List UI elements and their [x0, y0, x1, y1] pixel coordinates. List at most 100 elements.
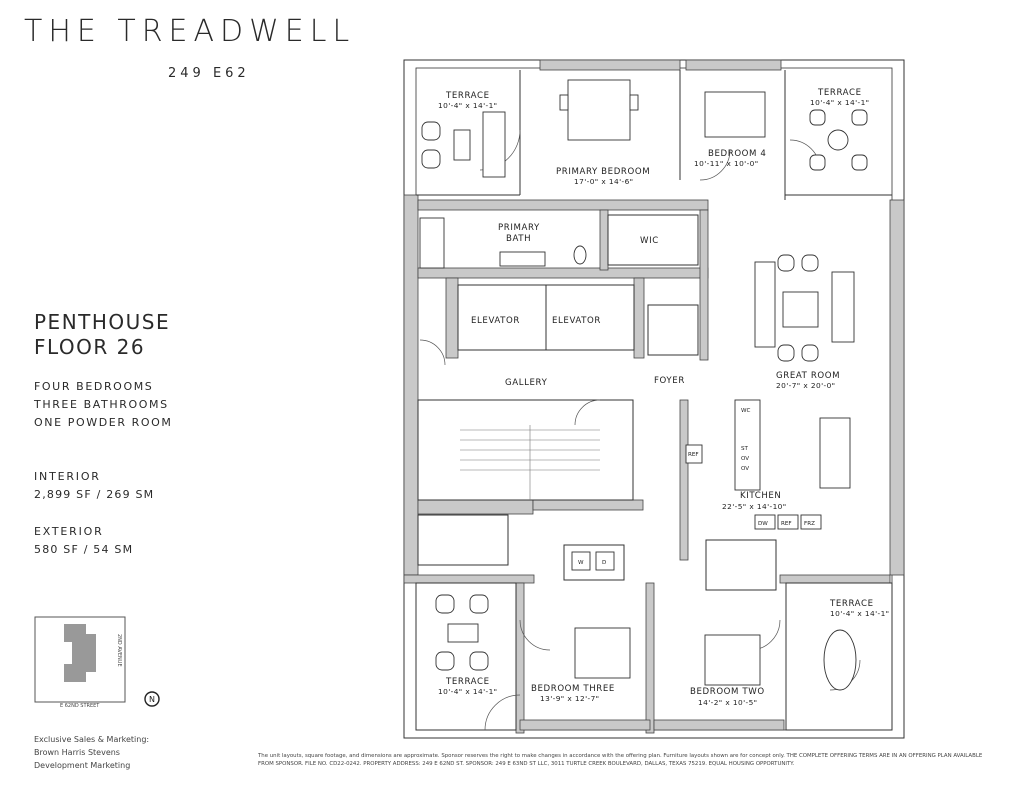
bedroom4-bed-icon [704, 91, 766, 138]
wall-stair-s [532, 499, 644, 511]
bathtub-icon [419, 217, 445, 269]
door-swings [419, 129, 861, 731]
elevator-2-name: ELEVATOR [552, 316, 601, 326]
credits-line-1: Exclusive Sales & Marketing: [34, 735, 150, 744]
door-swing-stair [574, 399, 601, 426]
bedroom4-name: BEDROOM 4 [708, 149, 766, 159]
bedroom-two-bed-icon [704, 634, 761, 686]
fridge-icon [777, 514, 799, 530]
freezer-icon [800, 514, 822, 530]
nightstand-icon [629, 94, 639, 111]
key-plan-unit-shape [64, 624, 96, 682]
bedroom-three-dims: 13'-9" x 12'-7" [540, 694, 599, 703]
kitchen-name: KITCHEN [740, 491, 781, 501]
wall-wic-w [599, 209, 609, 271]
toilet-icon [573, 245, 587, 265]
ref-icon [685, 444, 703, 464]
chair-icon [421, 121, 441, 141]
kitchen-island-icon [734, 399, 761, 491]
wc-label: WC [741, 408, 751, 414]
wic-box [607, 214, 699, 266]
vanity-icon [499, 251, 546, 267]
door-swing-terrace-sw [484, 694, 521, 731]
primary-bedroom-dims: 17'-0" x 14'-6" [574, 177, 633, 186]
ref2-label: REF [781, 521, 792, 527]
wall-south-core [417, 499, 534, 515]
feature-powder-room: ONE POWDER ROOM [34, 416, 173, 429]
bath-two [705, 539, 777, 591]
wall-elev-e [633, 277, 645, 359]
feature-bedrooms: FOUR BEDROOMS [34, 380, 154, 393]
wall-terrace-se [779, 574, 891, 584]
wall-window-br3 [519, 719, 651, 731]
chair-icon [809, 109, 826, 126]
door-swing-gallery [419, 339, 446, 366]
terrace-ne-name: TERRACE [817, 88, 862, 98]
furniture [419, 79, 868, 691]
dryer-icon [595, 551, 615, 571]
wall-kitchen-w [679, 399, 689, 561]
oven-label-2: OV [741, 456, 749, 462]
chair-icon [421, 149, 441, 169]
appliance-labels: WC REF ST OV OV DW REF FRZ W D [578, 408, 815, 566]
wall-terrace-sw [403, 574, 535, 584]
wall-window-br2 [653, 719, 785, 731]
terrace-sw-name: TERRACE [445, 677, 490, 687]
door-swing-br3 [519, 619, 551, 651]
chair-icon [801, 254, 819, 272]
chair-icon [435, 651, 455, 671]
primary-bath-name-1: PRIMARY [498, 223, 540, 233]
dw-label: DW [758, 521, 768, 527]
laundry [563, 544, 625, 581]
wall-elev-w [445, 277, 459, 359]
key-plan-street: E 62ND STREET [60, 703, 100, 709]
table-icon [447, 623, 479, 643]
walls [403, 59, 905, 734]
terrace-se-name: TERRACE [829, 599, 874, 609]
key-plan-avenue: 2ND AVENUE [116, 634, 122, 667]
building-address: 249 E62 [168, 66, 250, 81]
table-icon [453, 129, 471, 161]
terrace-nw-dims: 10'-4" x 14'-1" [438, 101, 497, 110]
north-label: N [149, 695, 155, 704]
lounge-icon [482, 111, 506, 178]
chair-icon [809, 154, 826, 171]
bath-three [417, 514, 509, 566]
chair-icon [435, 594, 455, 614]
terrace-se-box [785, 582, 893, 731]
round-table-icon [827, 129, 849, 151]
washer-label: W [578, 560, 584, 566]
building-title: THE TREADWELL [24, 14, 356, 49]
dryer-label: D [602, 560, 606, 566]
coffee-table-icon [782, 291, 819, 328]
nightstand-icon [559, 94, 569, 111]
chair-icon [851, 154, 868, 171]
stairs [460, 425, 600, 500]
unit-name-line1: PENTHOUSE [34, 310, 171, 334]
dishwasher-icon [754, 514, 776, 530]
chair-icon [469, 594, 489, 614]
chair-icon [851, 109, 868, 126]
wall-bath [417, 267, 709, 279]
door-swing-br4 [699, 149, 731, 181]
unit-name: PENTHOUSE FLOOR 26 [34, 310, 170, 360]
credits: Exclusive Sales & Marketing: Brown Harri… [34, 733, 149, 772]
feature-bathrooms: THREE BATHROOMS [34, 398, 169, 411]
wall-br3-e [645, 582, 655, 734]
exterior-value: 580 SF / 54 SM [34, 543, 134, 556]
interior-value: 2,899 SF / 269 SM [34, 488, 155, 501]
chair-icon [469, 651, 489, 671]
wall-east [889, 199, 905, 576]
wall-window-primary [539, 59, 681, 71]
great-room-dims: 20'-7" x 20'-0" [776, 381, 835, 390]
credits-line-3: Development Marketing [34, 761, 131, 770]
key-plan-outline [34, 616, 126, 703]
terrace-ne-dims: 10'-4" x 14'-1" [810, 98, 869, 107]
terrace-nw-name: TERRACE [445, 91, 490, 101]
foyer-name: FOYER [654, 376, 685, 386]
wic-name: WIC [640, 236, 659, 246]
chair-icon [777, 344, 795, 362]
feature-list: FOUR BEDROOMS THREE BATHROOMS ONE POWDER… [34, 378, 173, 432]
wall-north-core [417, 199, 709, 211]
